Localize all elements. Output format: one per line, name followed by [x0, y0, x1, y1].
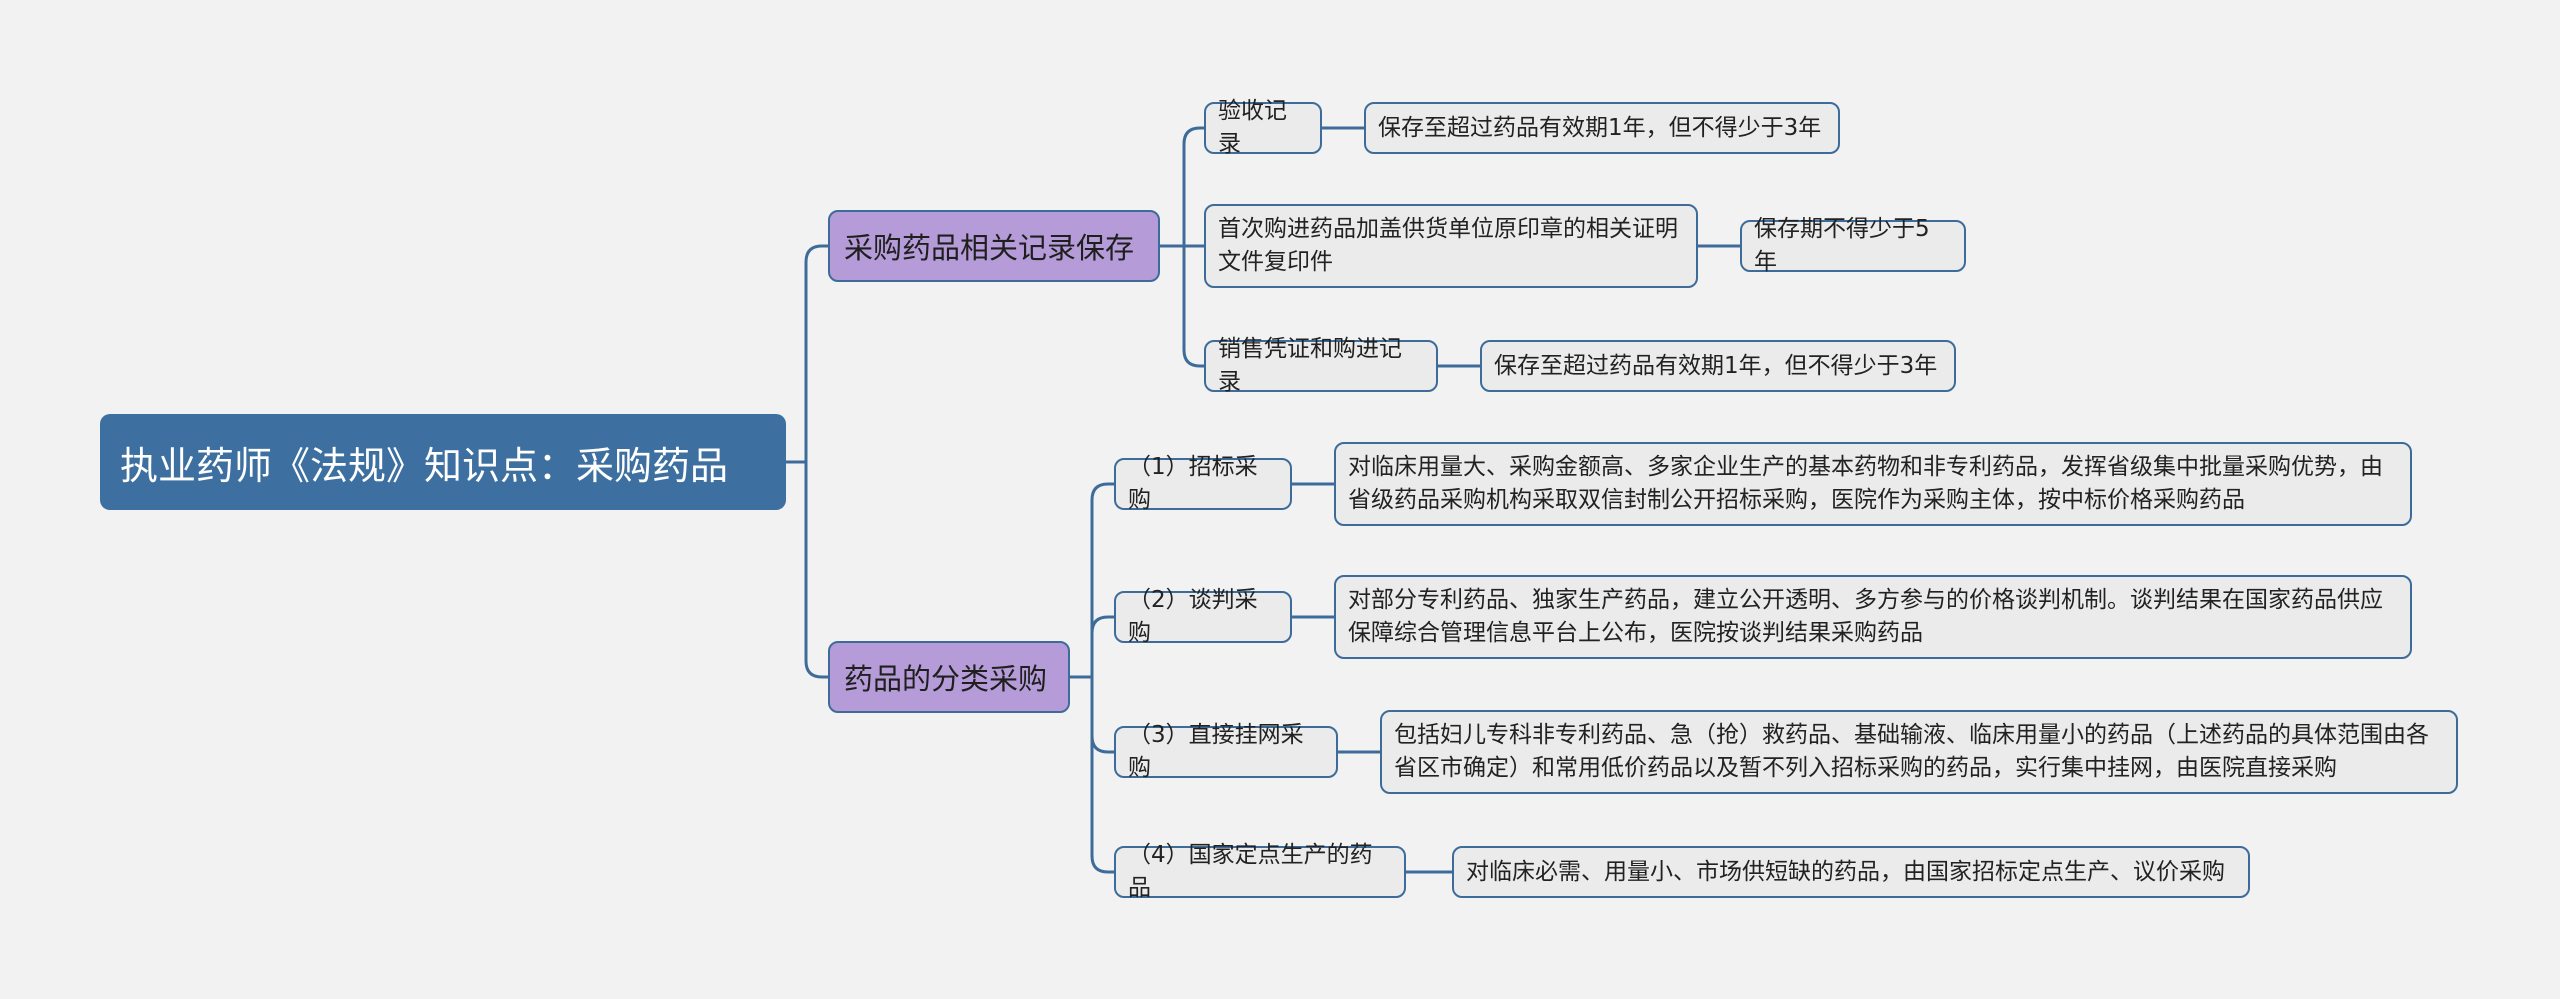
topic-acceptance-record[interactable]: 验收记录	[1204, 98, 1322, 157]
branch-label: 采购药品相关记录保存	[844, 231, 1135, 265]
branch-classified-procurement[interactable]: 药品的分类采购	[828, 641, 1070, 713]
connector-root-to-branch-1	[804, 244, 830, 464]
detail-direct-online-procurement[interactable]: 包括妇儿专科非专利药品、急（抢）救药品、基础输液、临床用量小的药品（上述药品的具…	[1380, 710, 2458, 794]
branch-label: 药品的分类采购	[844, 662, 1048, 696]
connector-branch-2-to-topic-2	[1090, 615, 1116, 679]
detail-acceptance-record[interactable]: 保存至超过药品有效期1年，但不得少于3年	[1364, 102, 1840, 154]
root-topic[interactable]: 执业药师《法规》知识点：采购药品	[100, 414, 786, 510]
detail-designated-production[interactable]: 对临床必需、用量小、市场供短缺的药品，由国家招标定点生产、议价采购	[1452, 846, 2250, 898]
connector-branch-1-to-topic-3	[1182, 244, 1206, 368]
connector-branch-2-to-topic-1	[1090, 482, 1116, 679]
connector-branch-1-to-topic-1	[1182, 126, 1206, 248]
detail-first-purchase-documents[interactable]: 保存期不得少于5年	[1740, 216, 1966, 275]
connector-root-to-branch-2	[804, 460, 830, 679]
topic-designated-production[interactable]: （4）国家定点生产的药品	[1114, 842, 1406, 901]
topic-negotiated-procurement[interactable]: （2）谈判采购	[1114, 587, 1292, 646]
detail-sales-purchase-record[interactable]: 保存至超过药品有效期1年，但不得少于3年	[1480, 340, 1956, 392]
topic-first-purchase-documents[interactable]: 首次购进药品加盖供货单位原印章的相关证明文件复印件	[1204, 204, 1698, 288]
connector-branch-2-to-topic-3	[1090, 675, 1116, 754]
topic-direct-online-procurement[interactable]: （3）直接挂网采购	[1114, 722, 1338, 781]
branch-record-keeping[interactable]: 采购药品相关记录保存	[828, 210, 1160, 282]
root-topic-label: 执业药师《法规》知识点：采购药品	[120, 443, 729, 488]
connector-branch-2-to-topic-4	[1090, 675, 1116, 874]
detail-tender-procurement[interactable]: 对临床用量大、采购金额高、多家企业生产的基本药物和非专利药品，发挥省级集中批量采…	[1334, 442, 2412, 526]
topic-sales-purchase-record[interactable]: 销售凭证和购进记录	[1204, 336, 1438, 395]
topic-tender-procurement[interactable]: （1）招标采购	[1114, 454, 1292, 513]
detail-negotiated-procurement[interactable]: 对部分专利药品、独家生产药品，建立公开透明、多方参与的价格谈判机制。谈判结果在国…	[1334, 575, 2412, 659]
